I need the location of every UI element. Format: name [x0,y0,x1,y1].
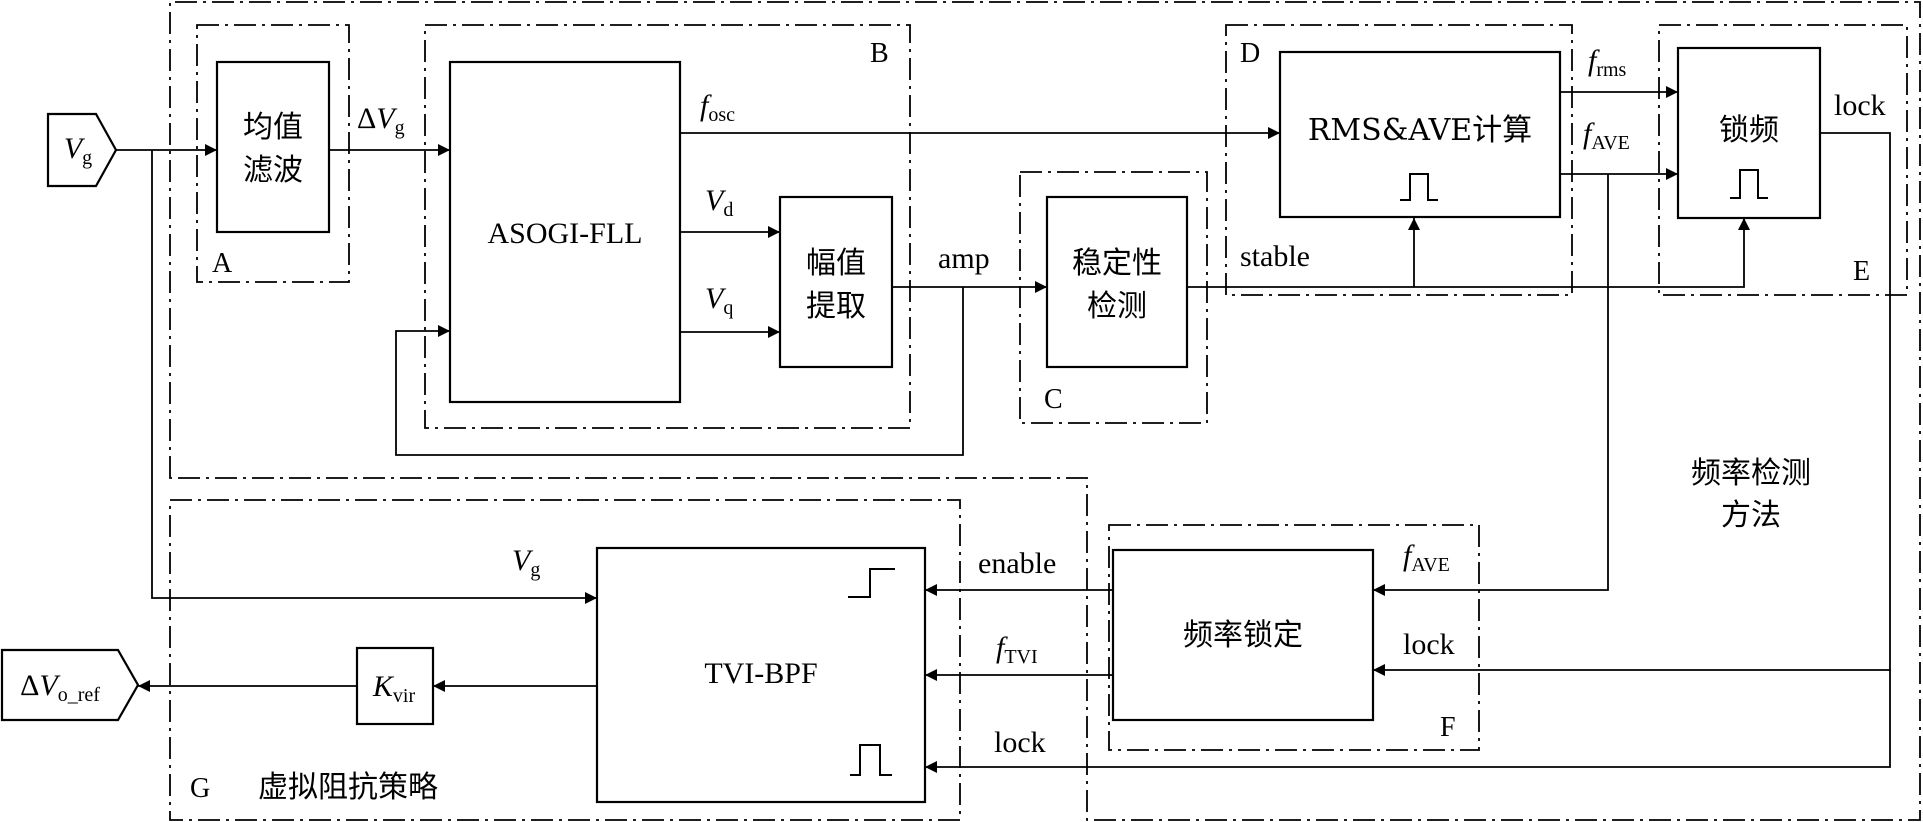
wire-stable [1187,218,1750,288]
wire-lock-to-tvi-bpf [925,670,1891,773]
kvir-label: Kvir [372,670,416,707]
block-kvir-gain: Kvir [355,646,435,726]
label-fosc: fosc [700,89,735,126]
label-lock-e: lock [1834,89,1886,122]
terminal-dvo-ref-output: ΔVo_ref [0,648,140,722]
wire-amp-feedback [395,287,964,456]
region-c-tag: C [1044,384,1063,415]
label-stable: stable [1240,240,1310,273]
label-lock-f: lock [1403,628,1455,661]
block-asogi-fll-label: ASOGI-FLL [488,217,643,250]
region-d-tag: D [1240,38,1260,69]
step-icon [848,568,895,598]
signal-wires [116,86,1891,773]
region-f-border [1108,524,1480,751]
block-frequency-locking: 频率锁定 [1111,548,1375,722]
block-amplitude-extraction-line1: 幅值 [806,246,866,281]
wire-vg-to-tvi-bpf [151,150,597,604]
wire-fave-to-locking [1373,174,1609,596]
region-g-title: 虚拟阻抗策略 [258,770,438,805]
block-mean-filter: 均值 滤波 [215,60,331,234]
region-f-tag: F [1440,712,1456,743]
vg-input-label: Vg [64,132,92,169]
block-tvi-bpf: TVI-BPF [595,546,927,804]
pulse-icon [1400,173,1438,201]
region-e-border [1658,24,1908,296]
region-b-tag: B [870,38,889,69]
region-borders [169,1,1921,821]
block-rms-ave-calc-label: RMS&AVE计算 [1308,113,1532,148]
label-frms: frms [1588,44,1627,81]
frequency-detection-method-label-line1: 频率检测 [1691,456,1811,491]
label-vd: Vd [705,184,733,221]
region-d-border [1225,24,1573,296]
block-rms-ave-calc: RMS&AVE计算 [1278,50,1562,219]
label-vg-g: Vg [512,544,540,581]
block-asogi-fll: ASOGI-FLL [448,60,682,404]
wire-lock [1373,132,1891,676]
pulse-icon [1730,169,1768,199]
outer-frequency-detection-region [169,1,1921,821]
dvo-ref-output-label: ΔVo_ref [20,669,100,706]
label-dvg: ΔVg [357,102,405,139]
block-frequency-locking-label: 频率锁定 [1183,618,1303,653]
label-enable: enable [978,547,1056,580]
block-stability-detection-line2: 检测 [1087,289,1147,324]
frequency-detection-method-label-line2: 方法 [1721,498,1781,533]
block-stability-detection-line1: 稳定性 [1072,246,1162,281]
region-a-border [196,24,350,283]
region-a-tag: A [212,248,233,279]
region-c-border [1019,171,1208,424]
label-lock-g: lock [994,726,1046,759]
label-ftvi: fTVI [996,631,1038,668]
block-mean-filter-line1: 均值 [243,110,303,145]
block-amplitude-extraction-line2: 提取 [806,289,866,324]
block-tvi-bpf-label: TVI-BPF [704,657,817,690]
pulse-icon [850,744,892,776]
label-amp: amp [938,242,990,275]
terminal-vg-input: Vg [46,112,118,188]
region-e-tag: E [1853,256,1870,287]
label-fave-d: fAVE [1583,117,1630,154]
block-frequency-lock-label: 锁频 [1719,113,1779,148]
region-b-border [424,24,911,429]
block-mean-filter-line2: 滤波 [243,153,303,188]
block-frequency-lock: 锁频 [1676,46,1822,220]
block-amplitude-extraction: 幅值 提取 [778,195,894,369]
label-fave-f: fAVE [1403,539,1450,576]
label-vq: Vq [705,282,733,319]
region-g-tag: G [190,773,210,804]
block-stability-detection: 稳定性 检测 [1045,195,1189,369]
